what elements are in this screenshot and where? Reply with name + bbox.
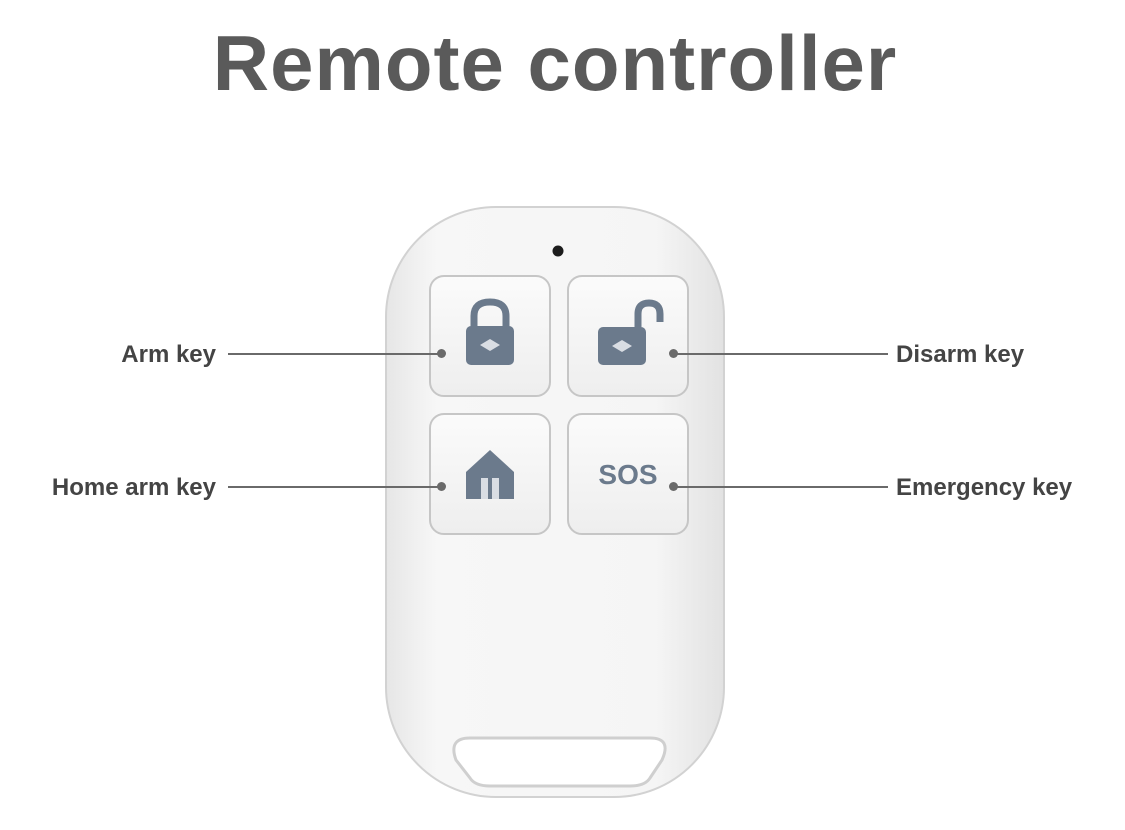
- emergency-key-leader: [674, 486, 888, 488]
- home-arm-key-label: Home arm key: [51, 474, 216, 501]
- home-arm-key-button[interactable]: [429, 413, 551, 535]
- home-arm-key-leader: [228, 486, 442, 488]
- sos-label: SOS: [598, 459, 657, 490]
- lock-icon: [466, 298, 514, 365]
- emergency-key-label: Emergency key: [896, 474, 1073, 501]
- disarm-key-button[interactable]: [567, 275, 689, 397]
- emergency-key-pointer: [669, 482, 678, 491]
- emergency-key-button[interactable]: SOS: [567, 413, 689, 535]
- arm-key-pointer: [437, 349, 446, 358]
- led-indicator: [552, 245, 564, 257]
- disarm-key-leader: [674, 353, 888, 355]
- arm-key-label: Arm key: [121, 341, 216, 368]
- arm-key-leader: [228, 353, 442, 355]
- arm-key-button[interactable]: [429, 275, 551, 397]
- unlock-icon: [598, 299, 664, 365]
- disarm-key-pointer: [669, 349, 678, 358]
- page-title: Remote controller: [212, 19, 898, 107]
- home-arm-key-pointer: [437, 482, 446, 491]
- disarm-key-label: Disarm key: [896, 341, 1025, 368]
- keyring-slot: [452, 736, 667, 788]
- home-icon: [466, 450, 514, 499]
